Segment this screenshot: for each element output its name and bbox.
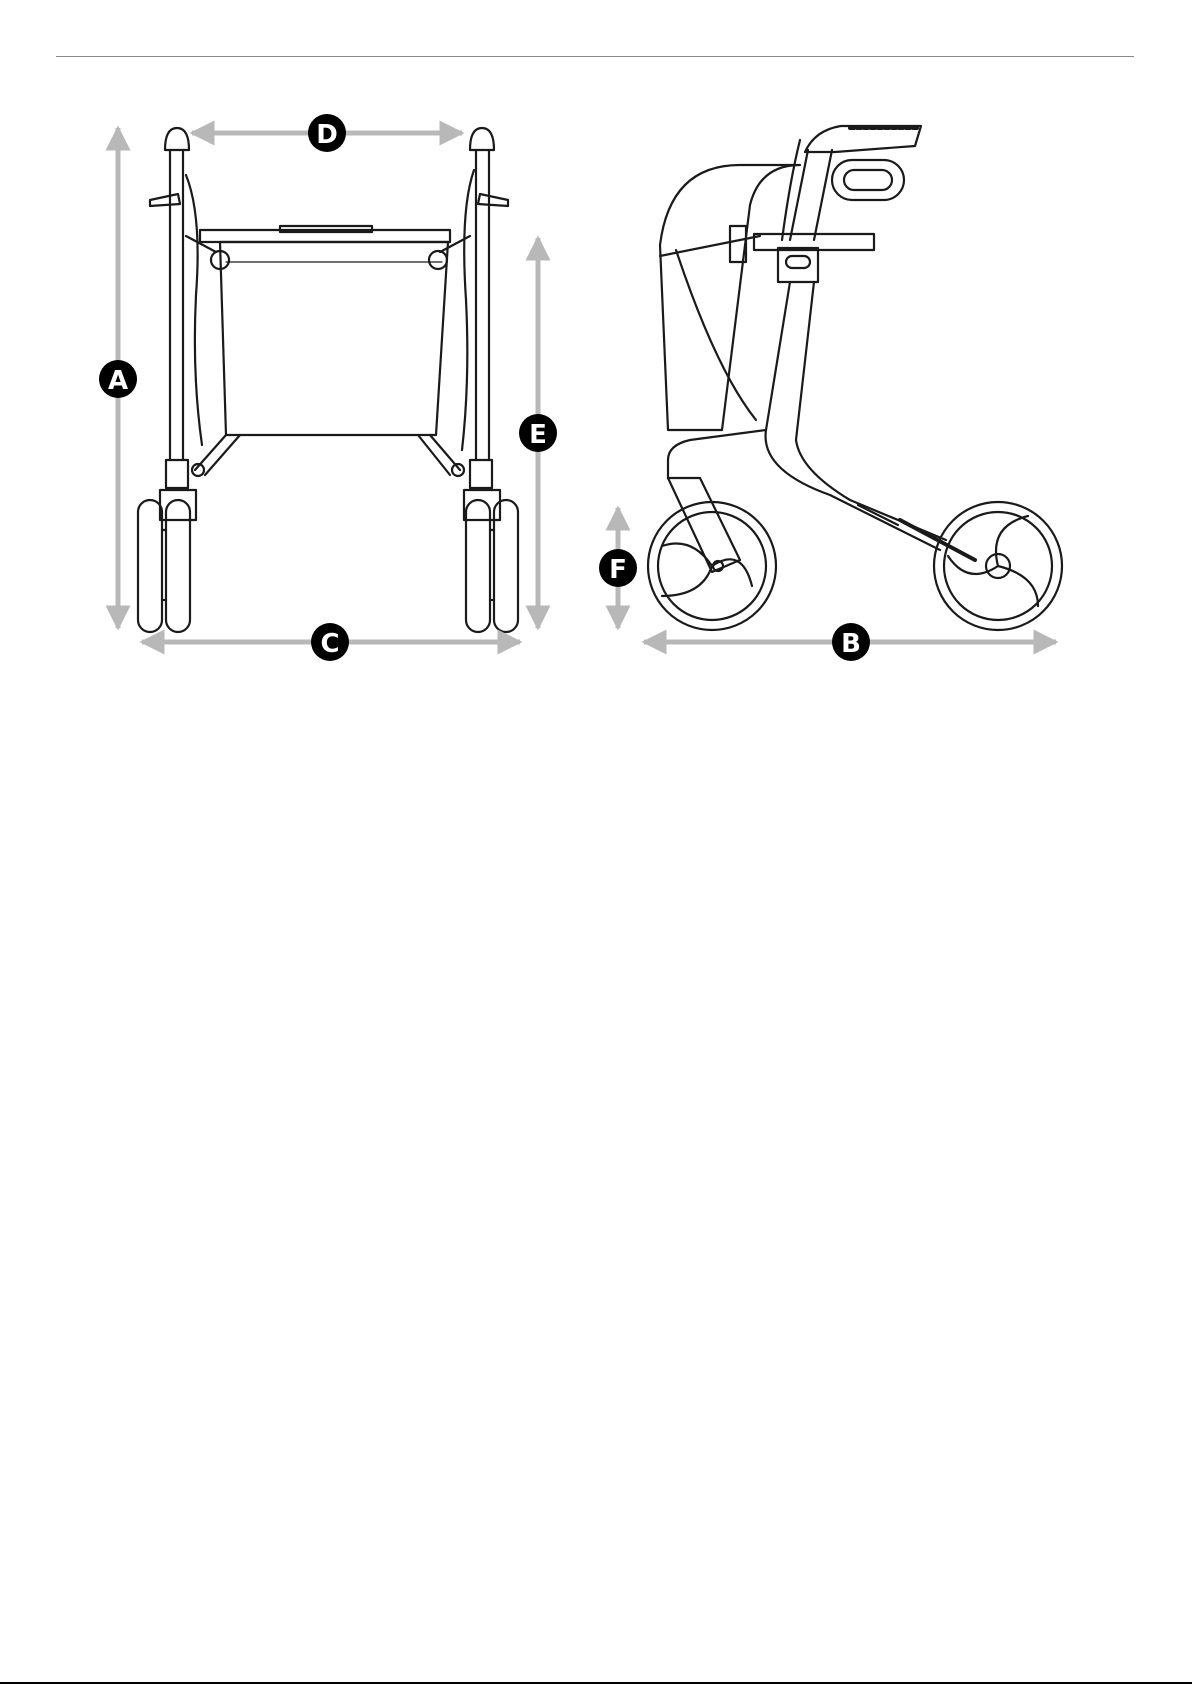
label-C: C	[320, 629, 339, 659]
bottom-rule	[0, 1682, 1192, 1684]
badge-F: F	[599, 549, 637, 587]
badge-B: B	[832, 623, 870, 661]
side-basket	[660, 165, 800, 430]
label-A: A	[108, 366, 128, 396]
side-brake-loop	[832, 160, 904, 200]
label-E: E	[529, 420, 547, 450]
dimension-arrows	[118, 128, 1056, 642]
side-view	[648, 126, 1062, 630]
label-B: B	[841, 629, 861, 659]
left-brake-lever	[150, 194, 180, 206]
badge-A: A	[99, 360, 137, 398]
right-handle-grip	[470, 128, 494, 150]
side-stem	[790, 150, 832, 240]
label-D: D	[316, 120, 338, 150]
basket	[220, 242, 448, 435]
badge-C: C	[311, 623, 349, 661]
left-handle-grip	[165, 128, 189, 150]
left-brake-cable	[186, 175, 202, 445]
left-wheel-outer	[138, 500, 162, 632]
left-upright	[170, 150, 183, 460]
label-F: F	[609, 555, 627, 585]
badge-D: D	[308, 114, 346, 152]
front-view	[138, 128, 518, 632]
badge-E: E	[519, 414, 557, 452]
cross-brace	[195, 435, 460, 475]
right-brake-lever	[478, 194, 508, 206]
right-brake-cable	[462, 170, 474, 450]
